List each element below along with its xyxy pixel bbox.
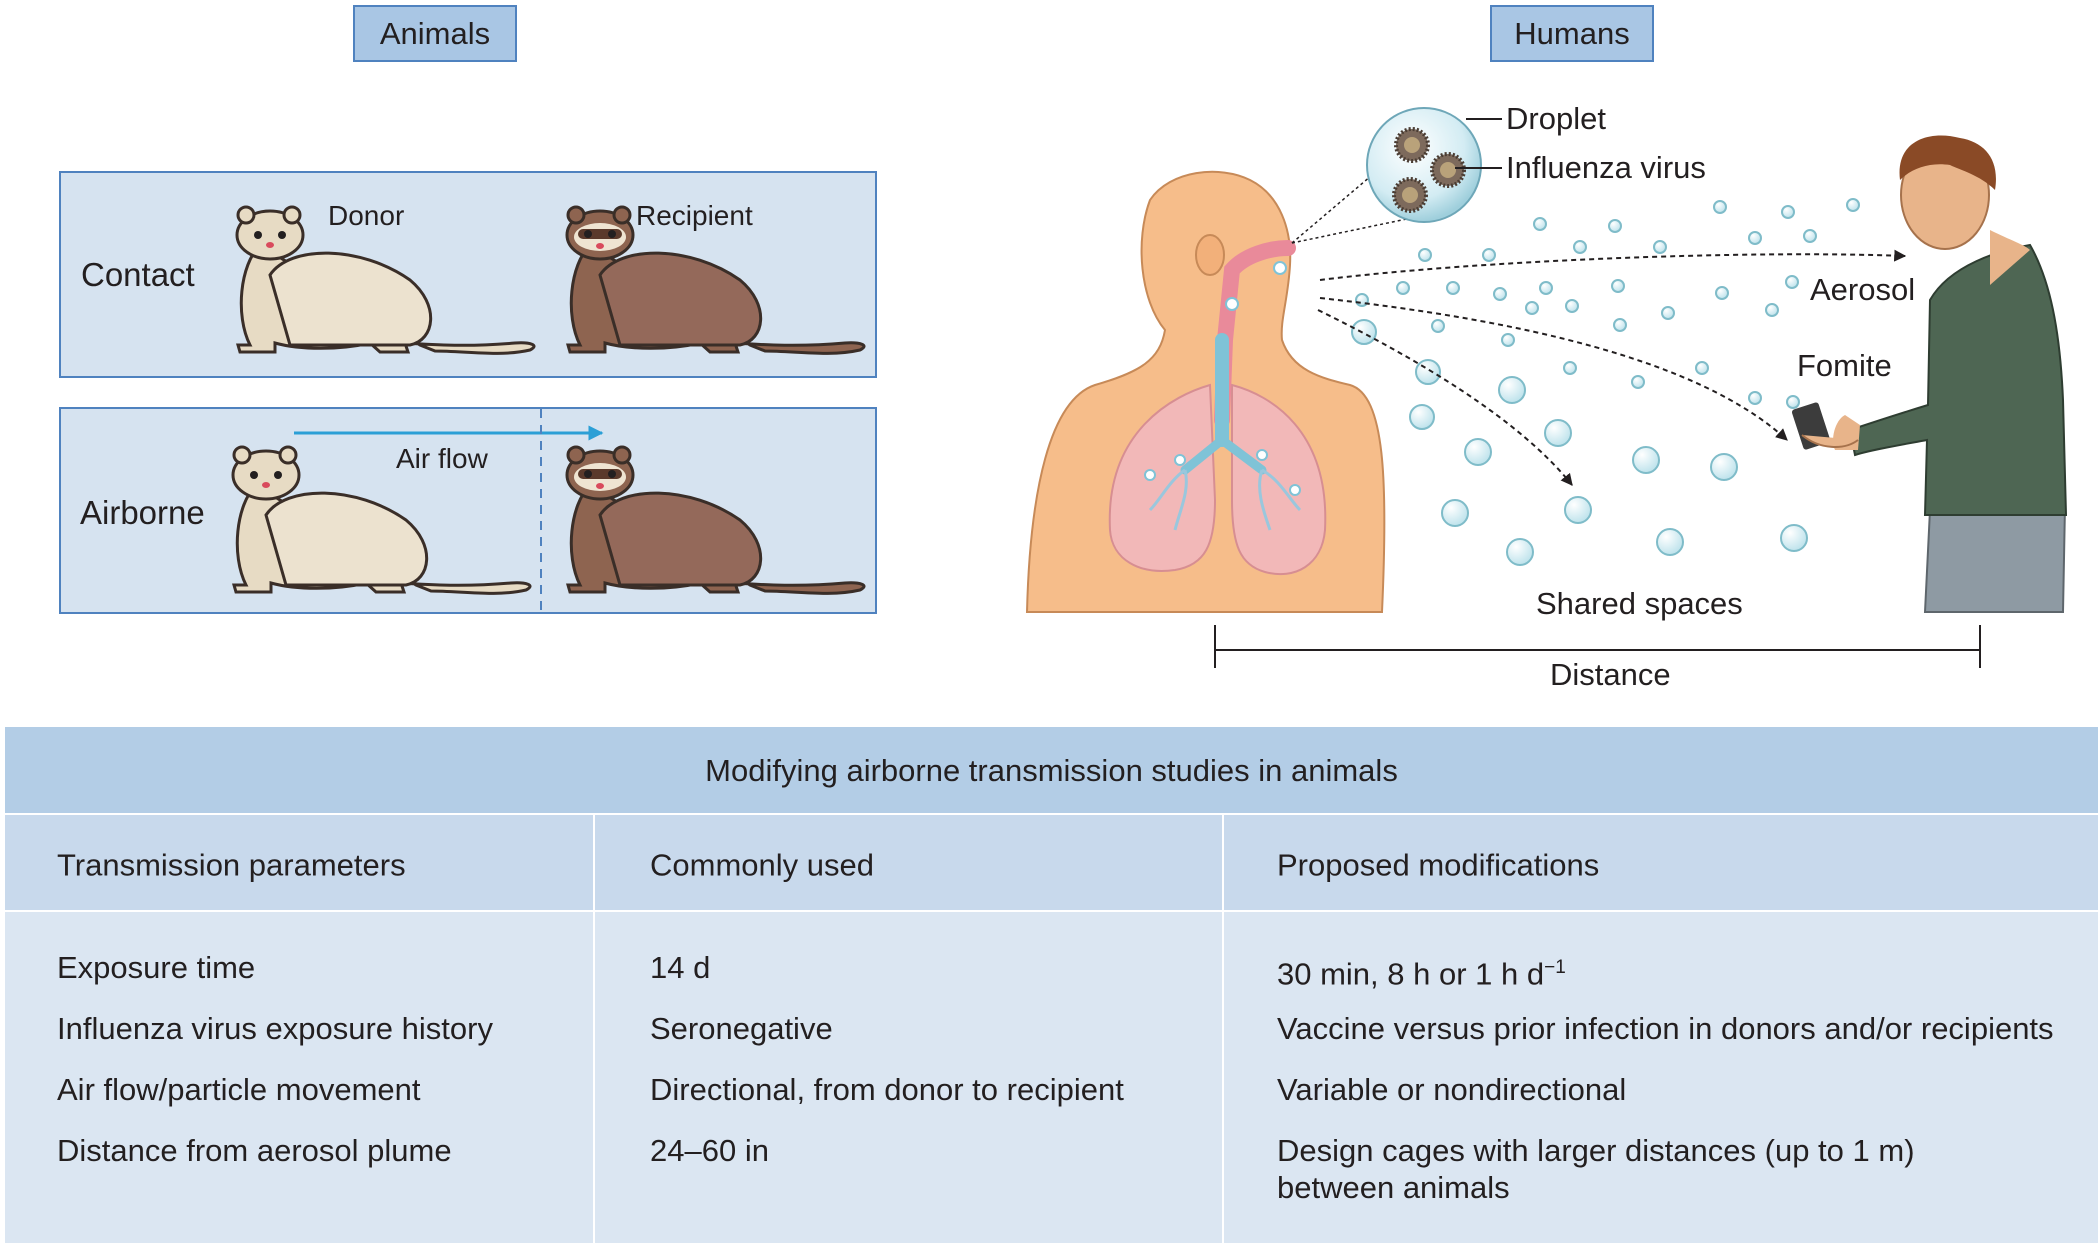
- recipient-human: [1791, 135, 2068, 613]
- distance-label: Distance: [1550, 657, 1671, 692]
- donor-ferret-contact: [235, 205, 536, 355]
- table-cell: Variable or nondirectional: [1277, 1072, 1627, 1107]
- column-divider-2: [1222, 815, 1224, 1243]
- table-cell-text: 30 min, 8 h or 1 h d: [1277, 956, 1545, 992]
- transmission-studies-table: Modifying airborne transmission studies …: [5, 727, 2098, 1243]
- droplet-label: Droplet: [1506, 101, 1606, 136]
- table-title: Modifying airborne transmission studies …: [5, 727, 2098, 815]
- column-header: Proposed modifications: [1277, 847, 1600, 883]
- table-cell: 24–60 in: [650, 1133, 769, 1168]
- table-cell: Directional, from donor to recipient: [650, 1072, 1124, 1107]
- influenza-virus-label: Influenza virus: [1506, 150, 1706, 185]
- table-cell: Air flow/particle movement: [57, 1072, 421, 1107]
- table-cell: Seronegative: [650, 1011, 833, 1046]
- table-cell: Distance from aerosol plume: [57, 1133, 452, 1168]
- title-divider: [5, 813, 2098, 815]
- header-divider: [5, 910, 2098, 912]
- table-cell-exposure-time: 30 min, 8 h or 1 h d−1: [1277, 949, 1566, 992]
- recipient-label: Recipient: [636, 200, 753, 231]
- transmission-illustration: [231, 107, 2068, 668]
- fomite-label: Fomite: [1797, 348, 1892, 383]
- donor-label: Donor: [328, 200, 405, 231]
- table-cell: 14 d: [650, 950, 711, 985]
- table-cell: Design cages with larger distances (up t…: [1277, 1133, 1915, 1168]
- recipient-ferret-airborne: [565, 445, 866, 595]
- fomite-arrow: [1319, 297, 1788, 441]
- animals-header-label: Animals: [379, 15, 491, 51]
- table-cell: between animals: [1277, 1170, 1510, 1205]
- table-body: [5, 912, 2098, 1243]
- aerosol-label: Aerosol: [1810, 272, 1916, 307]
- air-flow-label: Air flow: [396, 443, 488, 474]
- animals-header: Animals: [353, 5, 517, 62]
- infected-human: [1025, 170, 1386, 613]
- table-cell: Exposure time: [57, 950, 256, 985]
- superscript: −1: [1544, 957, 1566, 978]
- recipient-ferret-contact: [565, 205, 866, 355]
- table-cell: Influenza virus exposure history: [57, 1011, 493, 1046]
- column-divider-1: [593, 815, 595, 1243]
- table-title-text: Modifying airborne transmission studies …: [705, 753, 1398, 788]
- contact-label: Contact: [81, 256, 195, 293]
- shared-spaces-label: Shared spaces: [1536, 586, 1743, 621]
- aerosol-particles: [1351, 198, 1860, 566]
- humans-header: Humans: [1490, 5, 1654, 62]
- table-cell: Vaccine versus prior infection in donors…: [1277, 1011, 2054, 1046]
- column-header: Commonly used: [650, 847, 874, 883]
- donor-ferret-airborne: [231, 445, 532, 595]
- column-header: Transmission parameters: [57, 847, 406, 883]
- airborne-label: Airborne: [80, 494, 205, 531]
- table-header-row: [5, 815, 2098, 910]
- aerosol-arrow: [1319, 249, 1907, 281]
- humans-header-label: Humans: [1514, 15, 1630, 51]
- influenza-virus-icon: [1392, 127, 1466, 213]
